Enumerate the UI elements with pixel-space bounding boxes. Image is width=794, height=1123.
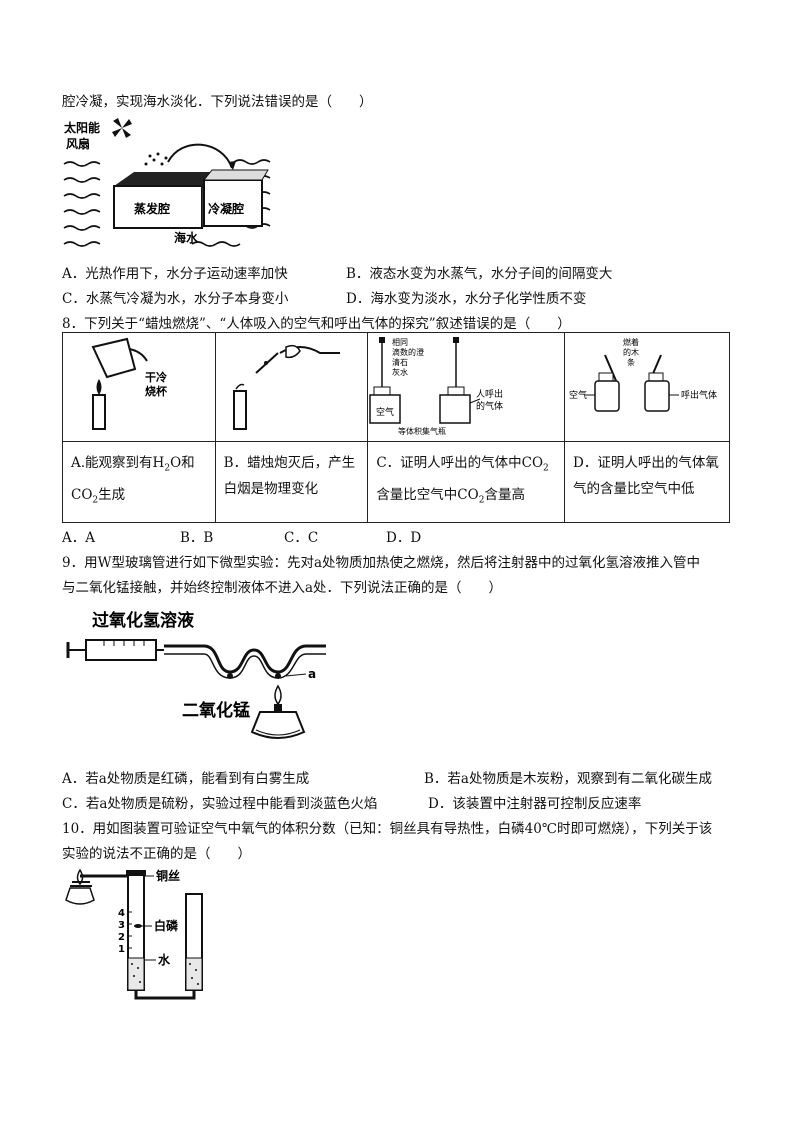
mno2-label: 二氧化锰 (182, 700, 250, 721)
bottle-caption: 等体积集气瓶 (398, 426, 446, 436)
q8-answer-c: C．C (284, 530, 319, 546)
q8-image-c: 相同 滴数的澄 清石 灰水 空气 人呼出 的气体 等体积集气瓶 (367, 332, 565, 442)
q7-stem-tail: 腔冷凝，实现海水淡化．下列说法错误的是（ ） (62, 94, 373, 110)
q7-option-d: D．海水变为淡水，水分子化学性质不变 (346, 291, 587, 307)
p-label: 白磷 (154, 918, 179, 933)
q7-option-a: A．光热作用下，水分子运动速率加快 (62, 266, 288, 282)
q8-cell-a: A.能观察到有H2O和 CO2生成 (62, 441, 216, 523)
cond-label: 冷凝腔 (208, 201, 244, 216)
q8-cell-c: C．证明人呼出的气体中CO2 含量比空气中CO2含量高 (367, 441, 565, 523)
q8-table: 干冷 烧杯 相同 滴数的澄 清石 灰水 (62, 332, 730, 523)
evap-label: 蒸发腔 (134, 201, 170, 216)
breath-label-1: 人呼出 (476, 388, 503, 400)
drop-label-2: 滴数的澄 (392, 347, 424, 357)
q9-option-c: C．若a处物质是硫粉，实验过程中能看到淡蓝色火焰 (62, 796, 378, 812)
q9-option-d: D．该装置中注射器可控制反应速率 (428, 796, 642, 812)
limewater-bottles-figure: 相同 滴数的澄 清石 灰水 空气 人呼出 的气体 等体积集气瓶 (369, 337, 503, 436)
fan-label-1: 太阳能 (64, 120, 100, 135)
cu-label: 铜丝 (156, 868, 180, 883)
q10-stem-line-1: 10．用如图装置可验证空气中氧气的体积分数（已知：铜丝具有导热性，白磷40℃时即… (62, 821, 713, 837)
q9-stem-line-2: 与二氧化锰接触，并始终控制液体不进入a处．下列说法正确的是（ ） (62, 580, 503, 596)
q8-cell-d: D．证明人呼出的气体氧 气的含量比空气中低 (564, 441, 730, 523)
scale-1: 1 (118, 944, 125, 955)
q7-desalination-figure: 太阳能 风扇 蒸发腔 冷凝腔 海水 (63, 118, 271, 247)
q8-image-d: 燃着 的木 条 空气 呼出气体 (564, 332, 730, 442)
d-breath-label: 呼出气体 (681, 389, 717, 401)
q8-stem: 8．下列关于“蜡烛燃烧”、“人体吸入的空气和呼出气体的探究”叙述错误的是（ ） (62, 316, 571, 332)
drop-label-3: 清石 (392, 357, 408, 367)
scale-3: 3 (118, 920, 125, 931)
q10-apparatus-figure: 4 3 2 1 铜丝 白磷 水 (65, 868, 203, 1000)
candle-beaker-figure: 干冷 烧杯 (91, 337, 168, 430)
stick-label-1: 燃着 (623, 337, 639, 347)
d-air-label: 空气 (569, 389, 587, 401)
q9-w-tube-figure: 过氧化氢溶液 a 二氧化锰 (66, 610, 326, 739)
point-a-label: a (308, 667, 316, 681)
drop-label-1: 相同 (392, 337, 408, 347)
q10-stem-line-2: 实验的说法不正确的是（ ） (62, 846, 251, 862)
q8-cell-b: B．蜡烛炮灭后，产生 白烟是物理变化 (214, 441, 369, 523)
water-label: 水 (158, 952, 171, 967)
fan-icon (112, 118, 132, 138)
sea-label: 海水 (174, 230, 199, 245)
q9-stem-line-1: 9．用W型玻璃管进行如下微型实验：先对a处物质加热使之燃烧，然后将注射器中的过氧… (62, 555, 701, 571)
q9-option-a: A．若a处物质是红磷，能看到有白雾生成 (62, 771, 310, 787)
q8-answer-a: A．A (62, 530, 95, 546)
air-label: 空气 (376, 406, 394, 418)
beaker-label-1: 干冷 (145, 370, 167, 384)
fan-label-2: 风扇 (66, 136, 90, 151)
stick-label-2: 的木 (623, 347, 639, 357)
drop-label-4: 灰水 (392, 367, 408, 377)
q8-answer-b: B．B (180, 530, 214, 546)
scale-4: 4 (118, 908, 125, 919)
q8-answer-d: D．D (386, 530, 422, 546)
beaker-label-2: 烧杯 (145, 384, 168, 398)
scale-2: 2 (118, 932, 125, 943)
q9-option-b: B．若a处物质是木炭粉，观察到有二氧化碳生成 (424, 771, 712, 787)
stick-label-3: 条 (627, 357, 635, 367)
h2o2-label: 过氧化氢溶液 (92, 610, 194, 631)
wooden-stick-figure: 燃着 的木 条 空气 呼出气体 (569, 337, 717, 412)
candle-smoke-figure (232, 344, 340, 430)
q7-option-c: C．水蒸气冷凝为水，水分子本身变小 (62, 291, 289, 307)
q7-option-b: B．液态水变为水蒸气，水分子间的间隔变大 (346, 266, 613, 282)
breath-label-2: 的气体 (476, 400, 503, 412)
q8-image-a: 干冷 烧杯 (62, 332, 216, 442)
q8-image-b (214, 332, 369, 442)
